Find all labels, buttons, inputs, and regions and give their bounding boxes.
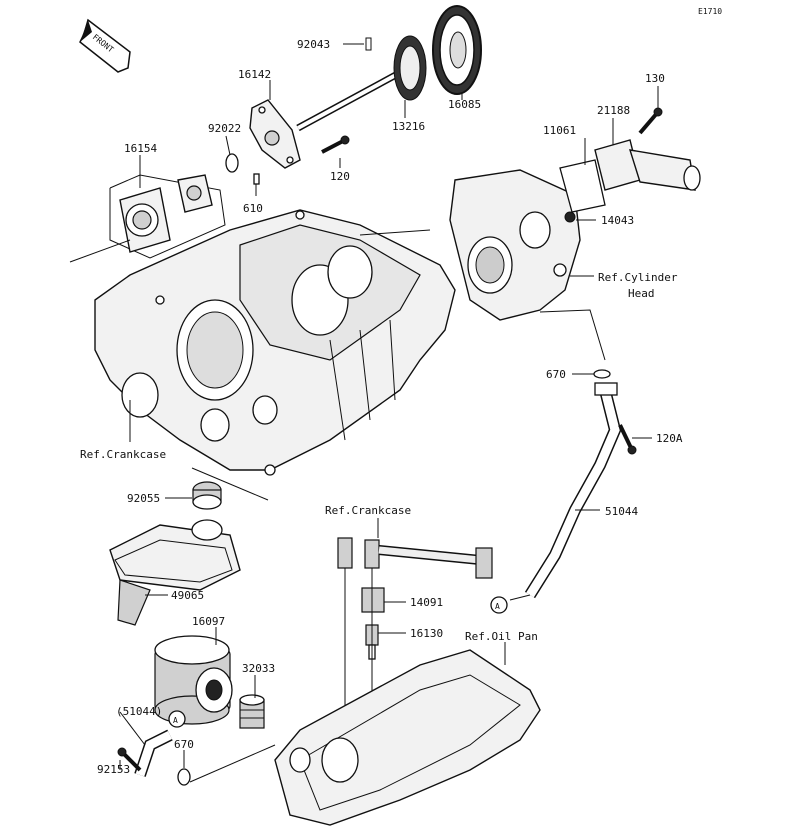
marker-A-right: A xyxy=(490,596,508,614)
crankcase xyxy=(94,209,456,476)
sprocket-16085 xyxy=(432,5,482,95)
rotor-set-16154 xyxy=(109,174,226,259)
callout-670-bottom: 670 xyxy=(174,738,194,751)
o-ring-670-bottom xyxy=(177,768,191,786)
callout-14091: 14091 xyxy=(410,596,443,609)
marker-A-left-label: A xyxy=(173,716,178,725)
callout-120: 120 xyxy=(330,170,350,183)
callout-51044: 51044 xyxy=(605,505,638,518)
gasket-11061 xyxy=(559,159,606,213)
callout-ref-cylinder-head-line1: Ref.Cylinder xyxy=(598,271,678,284)
pipe-51044-lower xyxy=(134,729,173,777)
cylinder-head xyxy=(449,169,581,321)
oil-pan xyxy=(274,649,541,826)
callout-ref-crankcase-left: Ref.Crankcase xyxy=(80,448,166,461)
callout-32033: 32033 xyxy=(242,662,275,675)
washer-92022 xyxy=(225,153,239,173)
strainer-49065 xyxy=(109,519,241,626)
front-arrow-icon: FRONT xyxy=(79,18,131,73)
callout-51044-paren: (51044) xyxy=(116,705,162,718)
callout-92043: 92043 xyxy=(297,38,330,51)
relief-valve-assy xyxy=(337,537,493,579)
bolt-130 xyxy=(638,107,663,135)
connector-32033 xyxy=(239,694,265,729)
callout-92022: 92022 xyxy=(208,122,241,135)
callout-13216: 13216 xyxy=(392,120,425,133)
oil-pipe-51044 xyxy=(524,382,622,599)
callout-130: 130 xyxy=(645,72,665,85)
o-ring-670-top xyxy=(593,369,611,379)
callout-11061: 11061 xyxy=(543,124,576,137)
pump-cover-16142 xyxy=(249,99,301,169)
pin-92043 xyxy=(365,37,372,51)
bolt-14043 xyxy=(564,211,576,223)
callout-16154: 16154 xyxy=(124,142,157,155)
callout-610: 610 xyxy=(243,202,263,215)
shaft-13216 xyxy=(296,35,427,132)
bolt-120 xyxy=(321,135,350,154)
callout-670-top: 670 xyxy=(546,368,566,381)
callout-ref-oil-pan: Ref.Oil Pan xyxy=(465,630,538,643)
diagram-code: E1710 xyxy=(698,7,722,16)
callout-ref-cylinder-head-line2: Head xyxy=(628,287,655,300)
pin-610 xyxy=(253,173,260,185)
callout-21188: 21188 xyxy=(597,104,630,117)
leader-lines xyxy=(119,43,659,770)
bolt-120A xyxy=(618,424,637,455)
callout-14043: 14043 xyxy=(601,214,634,227)
part-14091 xyxy=(361,587,385,613)
plug-92055 xyxy=(192,481,222,510)
callout-92055: 92055 xyxy=(127,492,160,505)
callout-16130: 16130 xyxy=(410,627,443,640)
callout-49065: 49065 xyxy=(171,589,204,602)
callout-ref-crankcase-mid: Ref.Crankcase xyxy=(325,504,411,517)
oil-filter-16097 xyxy=(154,635,233,725)
marker-A-right-label: A xyxy=(495,602,500,611)
callout-16097: 16097 xyxy=(192,615,225,628)
callout-16085: 16085 xyxy=(448,98,481,111)
callout-92153: 92153 xyxy=(97,763,130,776)
sensor-21188 xyxy=(594,139,701,191)
bolt-92153 xyxy=(117,747,142,772)
callout-120A: 120A xyxy=(656,432,683,445)
marker-A-left: A xyxy=(168,710,186,728)
callout-16142: 16142 xyxy=(238,68,271,81)
